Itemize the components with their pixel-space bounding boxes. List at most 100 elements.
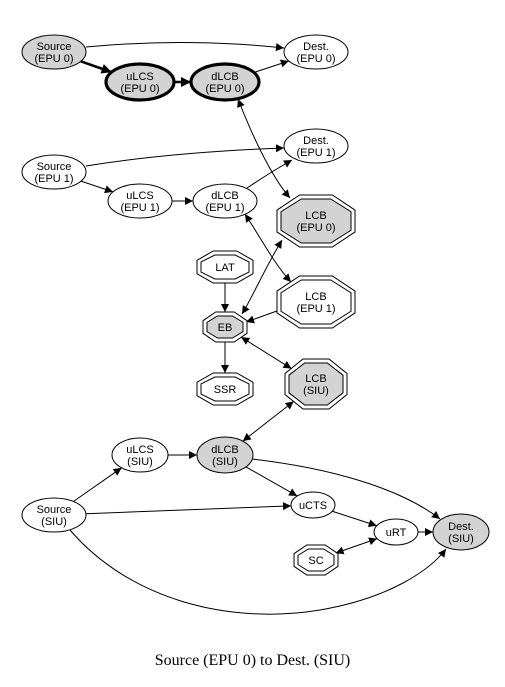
edge-sc-to-urt <box>335 537 378 555</box>
node-label-line: (EPU 1) <box>296 147 335 159</box>
node-label-line: dLCB <box>211 190 239 202</box>
edge-dlcb-epu0-to-dest-epu0 <box>253 59 289 73</box>
node-label-line: SC <box>308 555 323 567</box>
node-urt: uRT <box>373 518 419 546</box>
node-shape <box>104 62 176 102</box>
node-label-line: dLCB <box>211 444 239 456</box>
edge-ucts-to-urt <box>332 510 377 528</box>
edge-dlcb-siu-to-dest-siu <box>251 458 441 520</box>
node-label-line: (SIU) <box>127 456 153 468</box>
edge-src-siu-to-ucts <box>85 502 292 515</box>
edge-dlcb-epu1-to-dest-epu1 <box>246 159 293 189</box>
node-label-line: Dest. <box>448 521 474 533</box>
node-label-line: (EPU 1) <box>205 202 244 214</box>
edge-src-epu1-to-dest-epu1 <box>85 144 285 167</box>
node-dest-siu: Dest.(SIU) <box>432 513 490 551</box>
node-label-line: LCB <box>305 291 326 303</box>
node-label-line: (EPU 0) <box>296 222 335 234</box>
node-label-line: Source <box>37 41 72 53</box>
edge-dlcb-siu-to-lcb-siu <box>242 400 295 442</box>
node-label-line: (EPU 1) <box>120 202 159 214</box>
node-label-line: (EPU 0) <box>120 83 159 95</box>
node-label-line: (EPU 0) <box>296 53 335 65</box>
node-lcb-epu0: LCB(EPU 0) <box>276 194 356 248</box>
node-label-line: LCB <box>305 210 326 222</box>
node-shape <box>111 437 169 473</box>
node-label-line: Dest. <box>303 135 329 147</box>
node-label-line: (SIU) <box>212 456 238 468</box>
node-shape <box>280 279 352 325</box>
node-label-line: Source <box>37 504 72 516</box>
node-ulcs-siu: uLCS(SIU) <box>111 437 169 473</box>
node-label-line: (EPU 0) <box>205 83 244 95</box>
edge-lcb-epu1-to-eb <box>245 309 281 324</box>
node-ulcs-epu1: uLCS(EPU 1) <box>107 183 173 219</box>
node-shape <box>196 436 254 474</box>
node-shape <box>283 128 349 164</box>
node-label-line: (EPU 1) <box>34 173 73 185</box>
edges-layer <box>69 42 447 615</box>
node-label-line: uCTS <box>299 500 327 512</box>
node-src-epu0: Source(EPU 0) <box>21 34 87 70</box>
node-dest-epu1: Dest.(EPU 1) <box>283 128 349 164</box>
node-label-line: uRT <box>386 527 407 539</box>
edge-src-epu0-to-dest-epu0 <box>85 42 285 52</box>
node-src-epu1: Source(EPU 1) <box>21 154 87 190</box>
node-lat: LAT <box>196 250 254 284</box>
edge-src-epu0-to-ulcs-epu0 <box>80 60 113 74</box>
node-shape <box>21 497 87 533</box>
node-shape <box>200 376 250 402</box>
node-src-siu: Source(SIU) <box>21 497 87 533</box>
edge-eb-to-lcb-siu <box>240 336 292 370</box>
edge-src-epu1-to-ulcs-epu1 <box>80 180 114 194</box>
node-shape <box>283 34 349 70</box>
node-label-line: dLCB <box>211 71 239 83</box>
node-shape <box>192 183 258 219</box>
nodes-layer: Source(EPU 0)Dest.(EPU 0)uLCS(EPU 0)dLCB… <box>21 34 490 576</box>
node-label-line: uLCS <box>126 444 154 456</box>
edge-dlcb-epu0-to-lcb-epu0 <box>237 98 291 199</box>
node-shape <box>432 513 490 551</box>
node-ucts: uCTS <box>290 491 336 519</box>
node-shape <box>373 518 419 546</box>
node-shape <box>21 154 87 190</box>
node-shape <box>21 34 87 70</box>
node-label-line: uLCS <box>126 190 154 202</box>
node-label-line: (SIU) <box>303 385 329 397</box>
node-shape <box>290 491 336 519</box>
node-dlcb-epu0: dLCB(EPU 0) <box>189 62 261 102</box>
node-shape <box>297 548 335 572</box>
node-sc: SC <box>293 544 339 576</box>
node-label-line: Dest. <box>303 41 329 53</box>
node-shape <box>206 315 244 339</box>
edge-dlcb-siu-to-ucts <box>245 466 298 497</box>
node-label-line: (EPU 0) <box>34 53 73 65</box>
node-label-line: EB <box>218 322 233 334</box>
node-shape <box>107 183 173 219</box>
node-label-line: SSR <box>214 384 237 396</box>
edge-lcb-epu0-to-eb <box>241 239 283 315</box>
node-label-line: Source <box>37 161 72 173</box>
node-lcb-siu: LCB(SIU) <box>284 358 348 410</box>
node-ulcs-epu0: uLCS(EPU 0) <box>104 62 176 102</box>
node-dlcb-siu: dLCB(SIU) <box>196 436 254 474</box>
node-shape <box>288 362 344 406</box>
node-label-line: uLCS <box>126 71 154 83</box>
node-dest-epu0: Dest.(EPU 0) <box>283 34 349 70</box>
node-shape <box>280 198 352 244</box>
node-eb: EB <box>202 311 248 343</box>
edge-src-siu-to-dest-siu <box>69 529 447 615</box>
diagram-caption: Source (EPU 0) to Dest. (SIU) <box>154 652 351 669</box>
node-shape <box>189 62 261 102</box>
node-label-line: (SIU) <box>41 516 67 528</box>
node-shape <box>200 254 250 280</box>
node-ssr: SSR <box>196 372 254 406</box>
node-label-line: LCB <box>305 373 326 385</box>
edge-src-siu-to-ulcs-siu <box>73 467 122 502</box>
node-dlcb-epu1: dLCB(EPU 1) <box>192 183 258 219</box>
node-label-line: LAT <box>215 262 235 274</box>
node-label-line: (SIU) <box>448 533 474 545</box>
node-label-line: (EPU 1) <box>296 303 335 315</box>
node-lcb-epu1: LCB(EPU 1) <box>276 275 356 329</box>
